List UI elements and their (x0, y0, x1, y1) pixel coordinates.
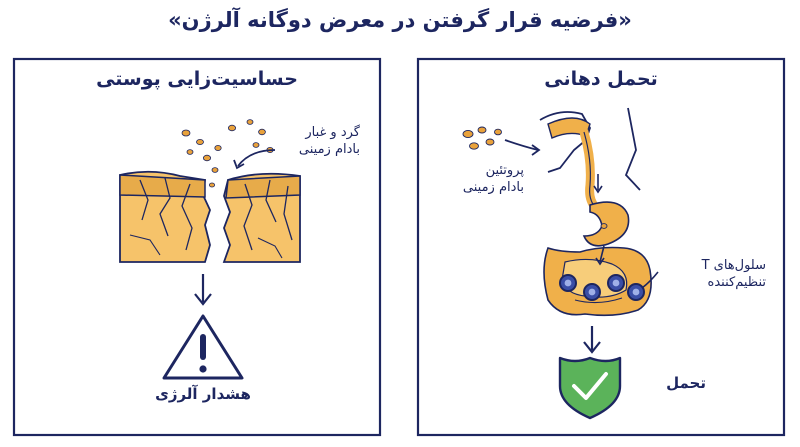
t-cell-icon (559, 274, 645, 301)
down-arrow-icon (583, 326, 601, 354)
dust-label-line2: بادام زمینی (298, 142, 360, 157)
down-arrow-icon (194, 274, 212, 306)
protein-label-line2: بادام زمینی (462, 180, 524, 195)
page-title: «فرضیه قرار گرفتن در معرض دوگانه آلرژن» (168, 8, 632, 32)
right-panel-frame (416, 57, 786, 437)
protein-pointer-arrow (504, 139, 539, 151)
cracked-skin-icon (119, 170, 301, 263)
right-panel-title: تحمل دهانی (544, 68, 658, 90)
protein-label-line1: پروتئین (485, 163, 524, 178)
warning-triangle-icon (162, 314, 244, 380)
peanut-protein-icon (462, 126, 608, 229)
left-panel-frame (12, 57, 382, 437)
warning-label: هشدار آلرژی (155, 385, 251, 403)
tcell-label-line2: تنظیم‌کننده (707, 275, 766, 290)
peanut-dust-icon (181, 119, 274, 188)
tcell-pointer-arrow (641, 271, 659, 289)
left-panel-title: حساسیت‌زایی پوستی (96, 68, 298, 90)
dust-pointer-arrow (237, 149, 276, 167)
dust-label-line1: گرد و غبار (305, 125, 360, 140)
check-shield-icon (558, 356, 622, 420)
tcell-label-line1: سلول‌های T (701, 258, 766, 273)
tolerance-label: تحمل (666, 374, 706, 392)
